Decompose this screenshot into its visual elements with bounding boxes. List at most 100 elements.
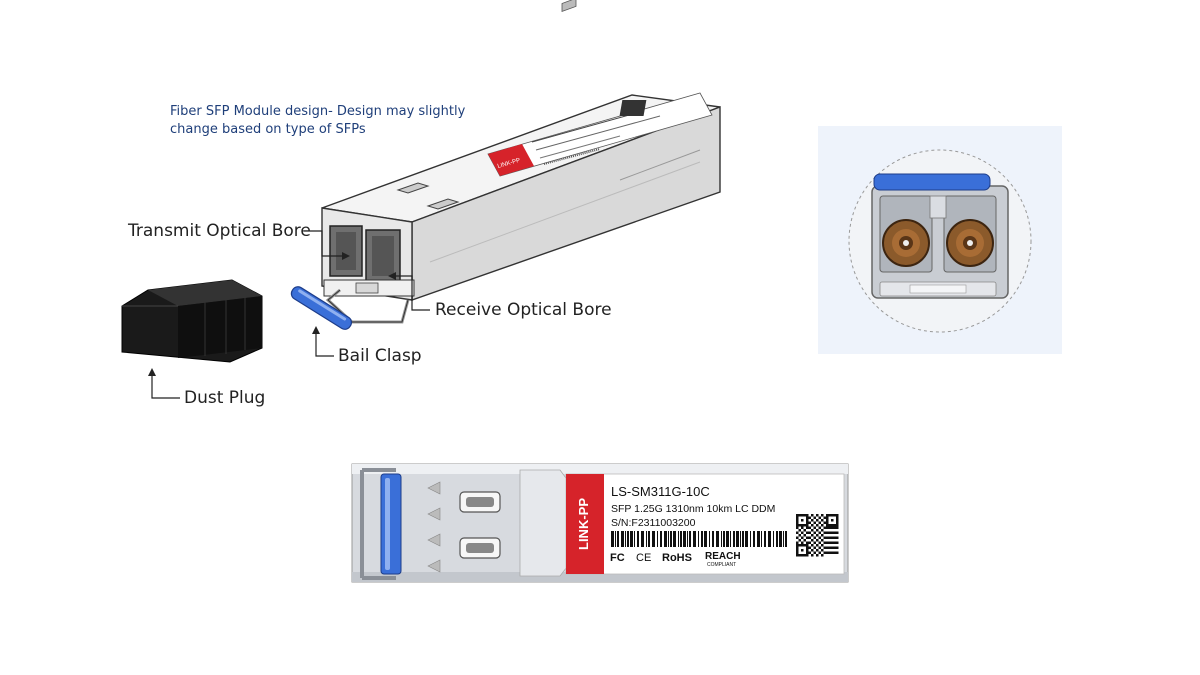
qr-module <box>826 551 829 554</box>
qr-module <box>823 546 826 549</box>
qr-module <box>806 536 809 539</box>
qr-module <box>803 529 806 532</box>
qr-module <box>816 544 819 547</box>
qr-module <box>813 516 816 519</box>
qr-module <box>803 539 806 542</box>
qr-module <box>818 521 821 524</box>
qr-module <box>806 514 809 517</box>
qr-module <box>798 544 801 547</box>
qr-module <box>816 529 819 532</box>
qr-module <box>813 541 816 544</box>
qr-module <box>796 521 799 524</box>
qr-module <box>808 546 811 549</box>
qr-module <box>836 536 839 539</box>
qr-module <box>831 546 834 549</box>
barcode-bar <box>637 531 639 547</box>
qr-module <box>831 514 834 517</box>
qr-module <box>826 524 829 527</box>
module-top-label: LINK-PP <box>487 92 713 177</box>
barcode-bar <box>673 531 676 547</box>
qr-module <box>811 514 814 517</box>
callout-transmit-optical-bore: Transmit Optical Bore <box>128 221 311 241</box>
qr-module <box>801 519 804 522</box>
qr-module <box>821 534 824 537</box>
label-barcode <box>611 531 787 547</box>
qr-module <box>798 534 801 537</box>
label-serial: S/N:F2311003200 <box>611 517 696 529</box>
qr-module <box>821 549 824 552</box>
qr-module <box>801 554 804 557</box>
qr-module <box>806 521 809 524</box>
qr-module <box>836 546 839 549</box>
barcode-bar <box>757 531 760 547</box>
receive-optical-bore <box>365 229 401 283</box>
barcode-bar <box>733 531 735 547</box>
qr-module <box>796 546 799 549</box>
qr-module <box>836 541 839 544</box>
qr-module <box>828 541 831 544</box>
qr-module <box>796 519 799 522</box>
qr-module <box>826 516 829 519</box>
cert-rohs: RoHS <box>662 552 692 564</box>
barcode-bar <box>753 531 755 547</box>
product-label: LINK-PP LS-SM311G-10C SFP 1.25G 1310nm 1… <box>565 473 845 575</box>
qr-module <box>828 524 831 527</box>
diagram-caption: Fiber SFP Module design- Design may slig… <box>170 104 466 137</box>
qr-module <box>828 551 831 554</box>
qr-module <box>798 514 801 517</box>
dust-plug <box>121 279 263 363</box>
qr-module <box>813 551 816 554</box>
qr-module <box>836 526 839 529</box>
qr-module <box>823 521 826 524</box>
qr-module <box>813 521 816 524</box>
barcode-bar <box>668 531 669 547</box>
qr-module <box>816 514 819 517</box>
qr-module <box>821 544 824 547</box>
barcode-bar <box>670 531 672 547</box>
qr-module <box>806 516 809 519</box>
qr-module <box>806 554 809 557</box>
cert-ce: CE <box>636 552 651 564</box>
qr-module <box>818 526 821 529</box>
qr-module <box>836 521 839 524</box>
qr-module <box>826 526 829 529</box>
barcode-bar <box>621 531 624 547</box>
bail-clasp <box>290 286 410 330</box>
qr-module <box>818 531 821 534</box>
qr-module <box>811 524 814 527</box>
qr-module <box>828 514 831 517</box>
qr-module <box>828 531 831 534</box>
label-model: LS-SM311G-10C <box>611 484 710 499</box>
qr-module <box>801 544 804 547</box>
qr-module <box>836 524 839 527</box>
barcode-bar <box>617 531 619 547</box>
barcode-bar <box>680 531 682 547</box>
qr-module <box>826 521 829 524</box>
qr-module <box>796 524 799 527</box>
barcode-bar <box>698 531 699 547</box>
qr-module <box>796 541 799 544</box>
label-brand: LINK-PP <box>576 498 591 550</box>
qr-module <box>811 539 814 542</box>
qr-module <box>823 536 826 539</box>
cert-fc: FC <box>610 552 625 564</box>
qr-module <box>801 526 804 529</box>
qr-module <box>796 544 799 547</box>
barcode-bar <box>615 531 616 547</box>
barcode-bar <box>652 531 655 547</box>
qr-module <box>828 536 831 539</box>
qr-module <box>833 536 836 539</box>
barcode-bar <box>783 531 784 547</box>
qr-module <box>816 534 819 537</box>
qr-module <box>806 531 809 534</box>
leader-lines <box>148 230 430 399</box>
qr-module <box>796 549 799 552</box>
qr-module <box>836 531 839 534</box>
front-closeup-panel <box>818 126 1062 354</box>
qr-module <box>806 551 809 554</box>
barcode-bar <box>716 531 719 547</box>
qr-module <box>796 551 799 554</box>
qr-module <box>803 524 806 527</box>
barcode-bar <box>742 531 744 547</box>
qr-module <box>816 549 819 552</box>
